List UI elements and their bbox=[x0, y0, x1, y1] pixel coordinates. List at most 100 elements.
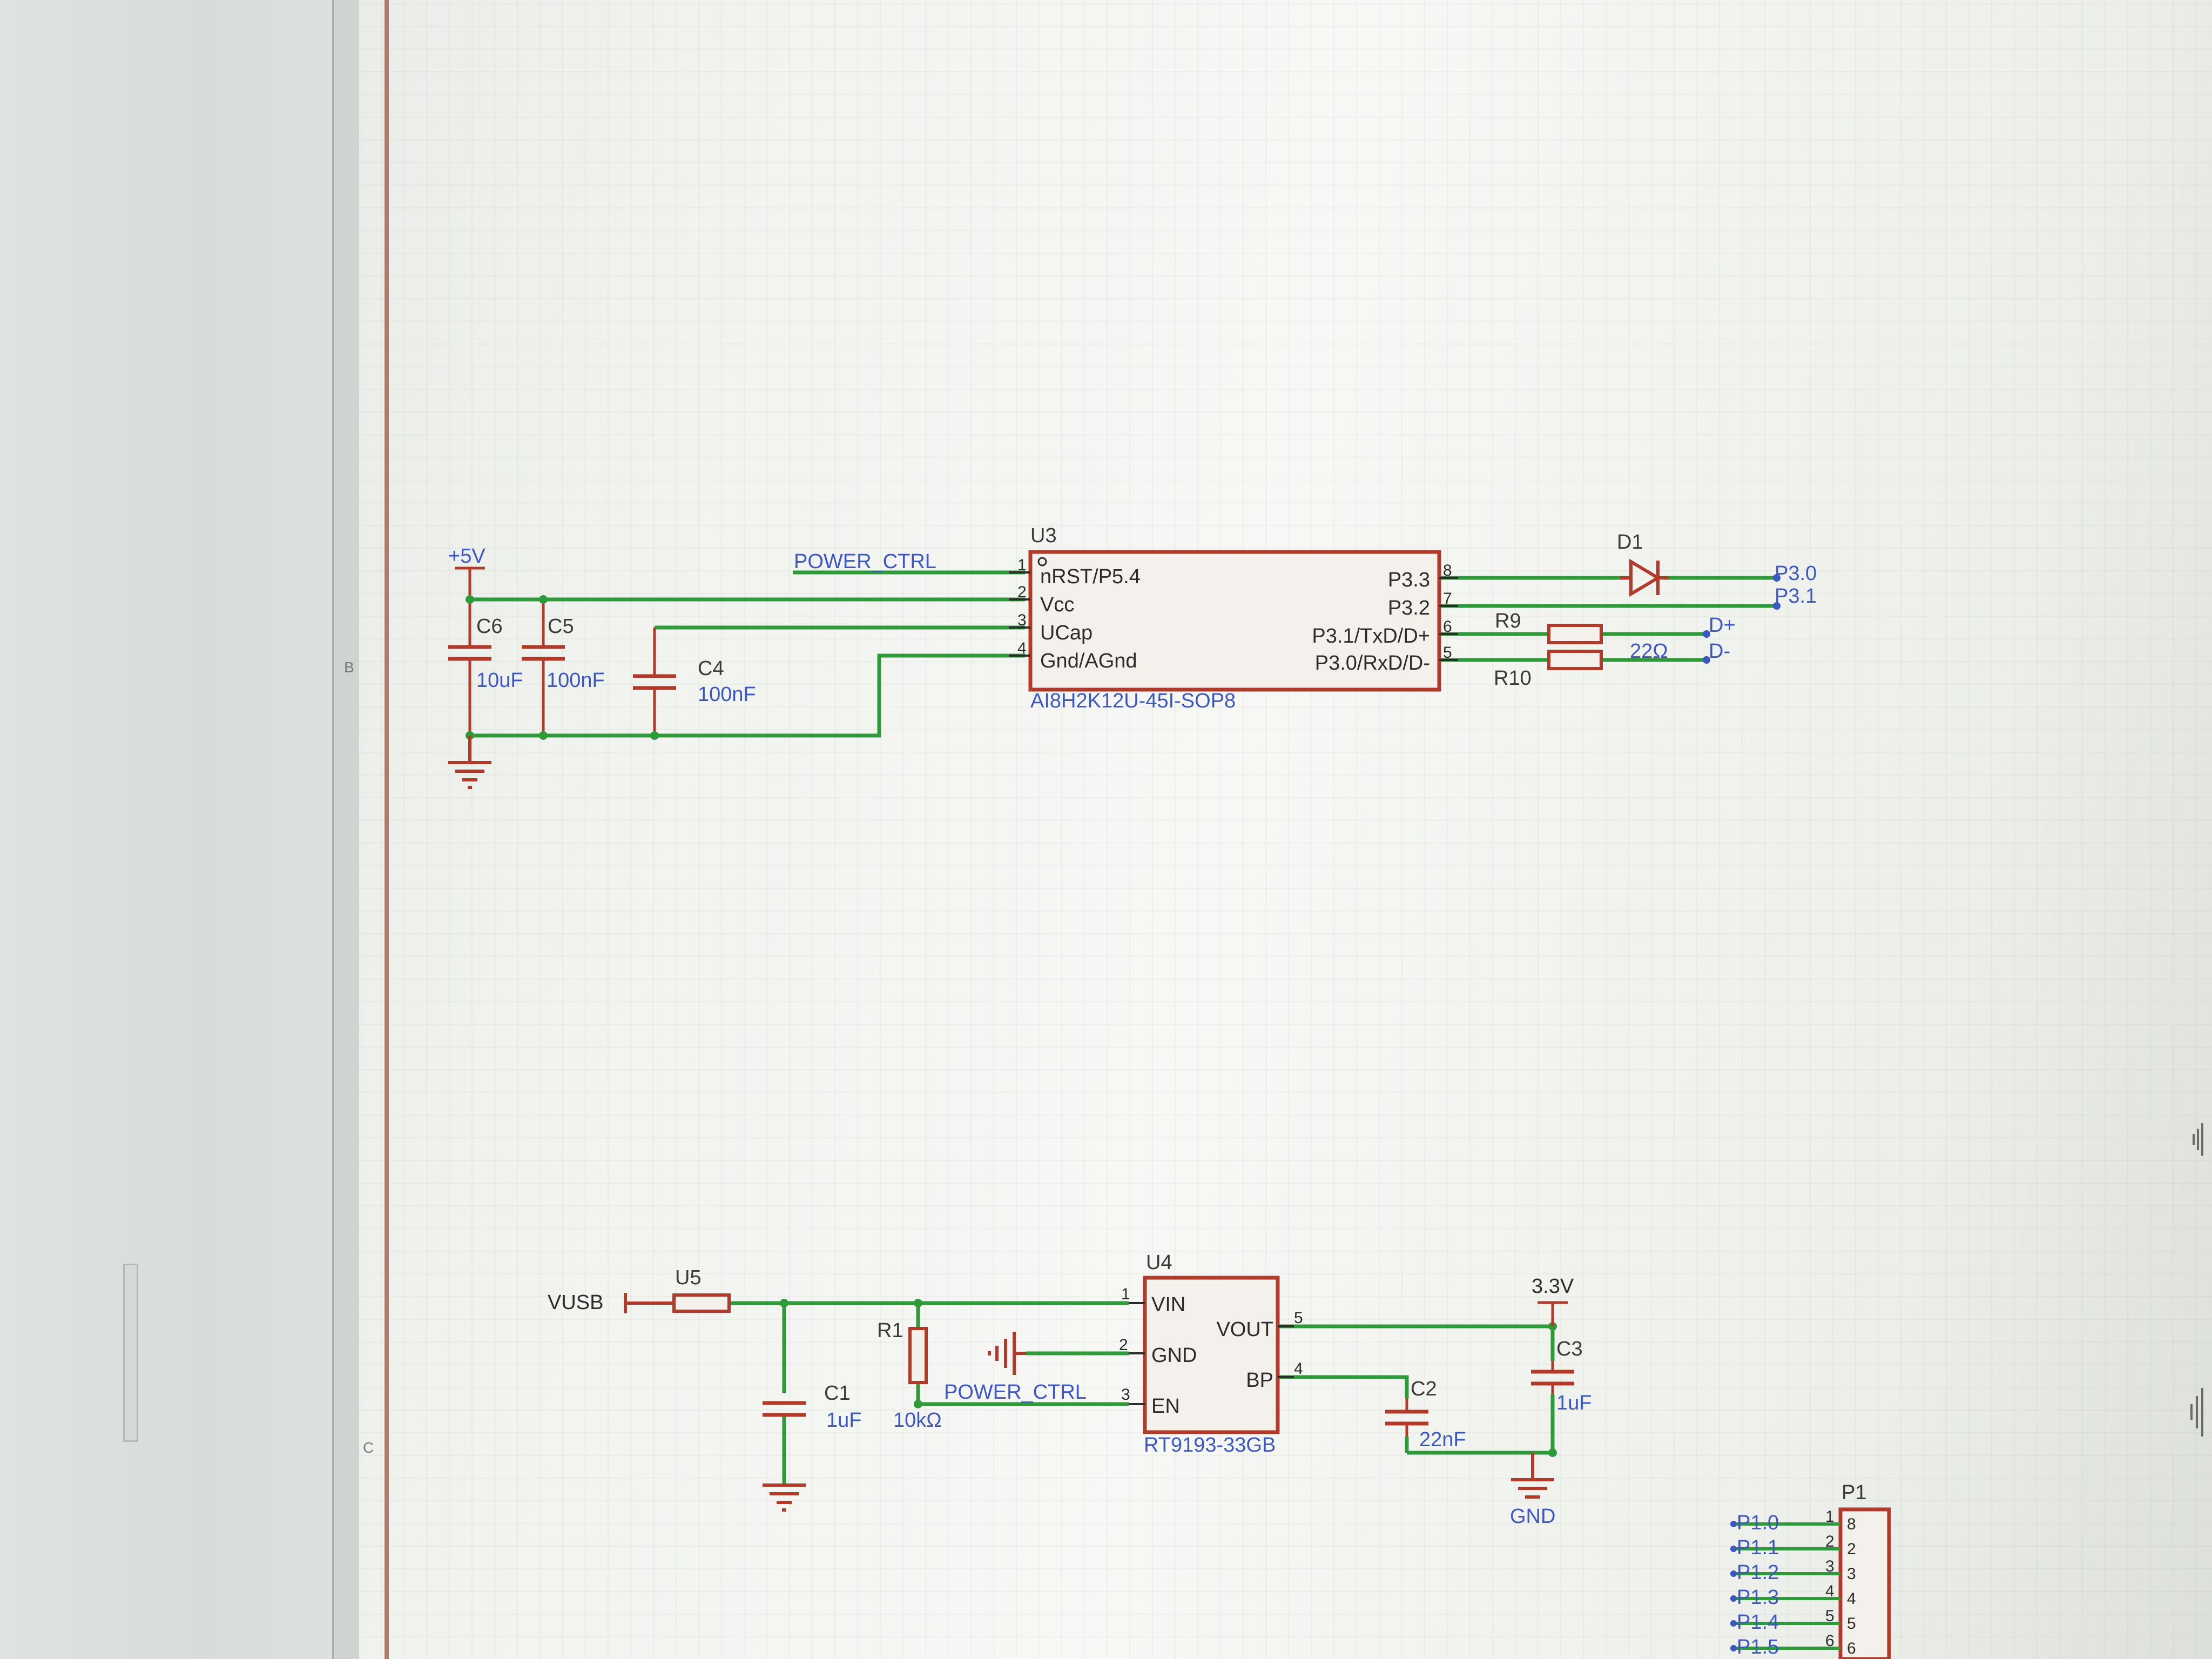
net-label-power-ctrl-top: POWER_CTRL bbox=[794, 550, 936, 573]
capacitor-c5[interactable]: C5 100nF bbox=[522, 599, 605, 736]
capacitor-c2[interactable]: C2 22nF bbox=[1385, 1378, 1466, 1451]
ref-r9: R9 bbox=[1495, 610, 1521, 632]
net-label-dplus: D+ bbox=[1709, 614, 1736, 637]
u3-pin3-num: 3 bbox=[1017, 611, 1027, 629]
net-label-p30: P3.0 bbox=[1775, 562, 1817, 585]
u4-pin4-num: 4 bbox=[1294, 1360, 1303, 1378]
u4-pin-vin: VIN bbox=[1151, 1293, 1185, 1316]
u4-pin-gnd: GND bbox=[1151, 1344, 1197, 1367]
resistor-r9[interactable]: R9 22Ω bbox=[1495, 610, 1668, 663]
u3-pin7-name: P3.2 bbox=[1388, 597, 1430, 619]
resistor-r1[interactable]: R1 10kΩ bbox=[877, 1319, 942, 1432]
net-label-vusb: VUSB bbox=[548, 1291, 603, 1314]
u4-pin-en: EN bbox=[1151, 1395, 1180, 1418]
u3-pin8-num: 8 bbox=[1443, 562, 1452, 579]
schematic-sheet[interactable] bbox=[359, 0, 2212, 1659]
net-plus5v: +5V bbox=[448, 545, 485, 599]
edge-scroll-marks bbox=[2190, 1123, 2203, 1437]
p1-pin-2: 3 bbox=[1825, 1557, 1835, 1575]
diode-d1[interactable]: D1 bbox=[1617, 531, 1669, 597]
ground-symbol-c1 bbox=[763, 1483, 806, 1512]
u4-pin-vout: VOUT bbox=[1216, 1318, 1273, 1341]
p1-net-1: P1.1 bbox=[1737, 1536, 1779, 1559]
junction-dots-top bbox=[466, 595, 659, 740]
u3-pin5-num: 5 bbox=[1443, 644, 1452, 662]
u4-pin1-num: 1 bbox=[1121, 1285, 1130, 1303]
junction-dots-bottom bbox=[780, 1299, 1557, 1457]
ref-c5: C5 bbox=[548, 615, 574, 638]
net-label-5v: +5V bbox=[448, 545, 485, 568]
u4-pin3-num: 3 bbox=[1121, 1386, 1130, 1404]
p1-pinname-5: 6 bbox=[1847, 1640, 1856, 1657]
ref-p1: P1 bbox=[1842, 1481, 1866, 1504]
capacitor-c4[interactable]: C4 100nF bbox=[633, 628, 756, 736]
net-ports-right: P3.0 P3.1 D+ D- bbox=[1703, 562, 1817, 664]
ref-c6: C6 bbox=[476, 615, 503, 638]
u3-pin4-name: Gnd/AGnd bbox=[1040, 650, 1137, 672]
fuse-u5[interactable]: U5 bbox=[672, 1266, 731, 1313]
ref-c1: C1 bbox=[824, 1382, 851, 1405]
capacitor-c3[interactable]: C3 1uF bbox=[1531, 1338, 1591, 1414]
p1-pin-3: 4 bbox=[1825, 1582, 1835, 1600]
p1-net-2: P1.2 bbox=[1737, 1561, 1779, 1584]
u4-pin-bp: BP bbox=[1246, 1369, 1273, 1392]
u3-pin5-name: P3.0/RxD/D- bbox=[1315, 652, 1430, 675]
ground-symbol-out: GND bbox=[1510, 1453, 1555, 1528]
ground-symbol-u4 bbox=[988, 1332, 1026, 1375]
value-c1: 1uF bbox=[826, 1409, 861, 1432]
net-label-gnd: GND bbox=[1510, 1505, 1555, 1528]
value-r1: 10kΩ bbox=[893, 1409, 942, 1432]
u3-pin1-num: 1 bbox=[1017, 556, 1027, 574]
top-wires bbox=[470, 570, 1777, 738]
p1-pinname-3: 4 bbox=[1847, 1590, 1856, 1608]
p1-pins bbox=[1734, 1522, 1840, 1650]
net-vusb: VUSB bbox=[548, 1291, 674, 1314]
u3-pin3-name: UCap bbox=[1040, 622, 1092, 644]
net-label-dminus: D- bbox=[1709, 640, 1730, 663]
ref-u5: U5 bbox=[675, 1266, 702, 1289]
sheet-border-line bbox=[385, 0, 389, 1659]
ref-c2: C2 bbox=[1411, 1378, 1437, 1400]
u3-pin4-num: 4 bbox=[1017, 639, 1027, 657]
bottom-wires bbox=[729, 1301, 1555, 1485]
p1-net-3: P1.3 bbox=[1737, 1586, 1779, 1609]
value-c4: 100nF bbox=[698, 683, 756, 706]
sheet-margin-rail bbox=[332, 0, 359, 1659]
p1-pinname-4: 5 bbox=[1847, 1615, 1856, 1633]
ground-symbol-top bbox=[448, 736, 491, 789]
capacitor-c6[interactable]: C6 10uF bbox=[448, 599, 523, 736]
p1-pin-0: 1 bbox=[1825, 1508, 1835, 1526]
part-u3: AI8H2K12U-45I-SOP8 bbox=[1030, 690, 1236, 712]
p1-pinname-1: 2 bbox=[1847, 1540, 1856, 1558]
p1-pinname-2: 3 bbox=[1847, 1565, 1856, 1583]
u3-pin2-num: 2 bbox=[1017, 583, 1027, 601]
value-c2: 22nF bbox=[1419, 1428, 1466, 1451]
u4-pin2-num: 2 bbox=[1119, 1336, 1128, 1354]
part-u4: RT9193-33GB bbox=[1144, 1434, 1276, 1456]
u3-pin7-num: 7 bbox=[1443, 590, 1452, 608]
u3-pin6-name: P3.1/TxD/D+ bbox=[1312, 625, 1430, 648]
p1-pin-4: 5 bbox=[1825, 1607, 1835, 1625]
value-c3: 1uF bbox=[1556, 1392, 1591, 1414]
connector-p1[interactable]: P1 P1.0 P1.1 P1.2 P1.3 P1.4 P1.5 1 2 3 4 bbox=[1730, 1481, 1891, 1659]
capacitor-c1[interactable]: C1 1uF bbox=[763, 1382, 861, 1432]
zone-label-b: B bbox=[344, 659, 354, 676]
net-label-p31: P3.1 bbox=[1775, 585, 1817, 608]
left-panel bbox=[0, 0, 335, 1659]
ic-u4[interactable]: U4 RT9193-33GB 1 2 3 VIN GND EN 5 4 VOUT… bbox=[1119, 1251, 1303, 1456]
u3-pin6-num: 6 bbox=[1443, 618, 1452, 636]
value-c6: 10uF bbox=[476, 669, 523, 692]
ic-u3[interactable]: U3 AI8H2K12U-45I-SOP8 1 2 3 4 nRST/P5.4 … bbox=[1009, 524, 1458, 712]
p1-net-5: P1.5 bbox=[1737, 1636, 1779, 1658]
ref-r1: R1 bbox=[877, 1319, 903, 1342]
net-label-power-ctrl-bottom: POWER_CTRL bbox=[944, 1381, 1087, 1404]
p1-pin-1: 2 bbox=[1825, 1533, 1835, 1550]
ref-c3: C3 bbox=[1556, 1338, 1583, 1360]
resistor-r10[interactable]: R10 bbox=[1494, 650, 1603, 690]
u4-pin5-num: 5 bbox=[1294, 1309, 1303, 1327]
ref-c4: C4 bbox=[698, 657, 724, 680]
panel-scrollbar[interactable] bbox=[123, 1264, 138, 1442]
ref-u3: U3 bbox=[1030, 524, 1057, 547]
